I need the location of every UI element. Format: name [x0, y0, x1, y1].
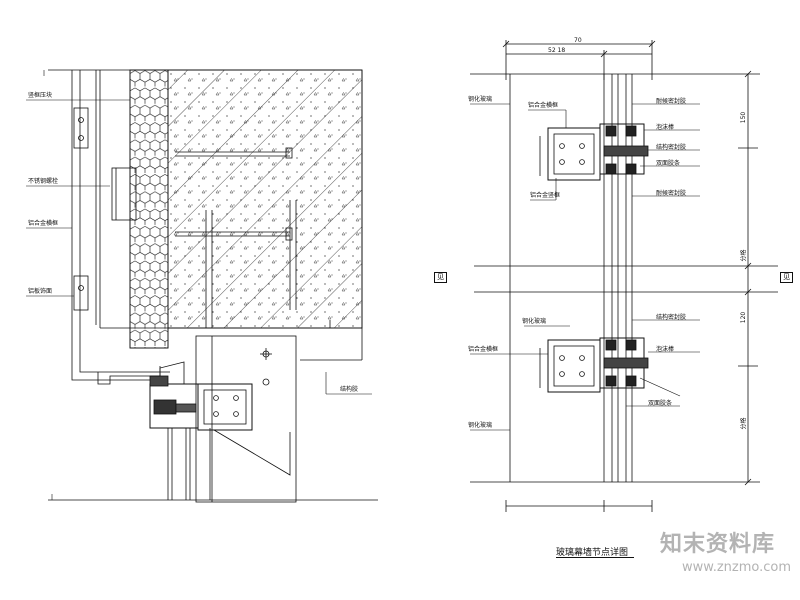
- right-left-label-1: 钢化玻璃: [468, 96, 493, 103]
- caption-underline: [556, 557, 634, 558]
- right-left-label-6: 钢化玻璃: [468, 422, 493, 429]
- drawing-caption: 玻璃幕墙节点详图: [556, 548, 629, 558]
- section-tag-left: 见: [434, 272, 447, 283]
- watermark-title: 知末资料库: [660, 532, 776, 557]
- right-left-label-4: 钢化玻璃: [522, 318, 547, 325]
- right-right-label-6: 结构密封胶: [656, 314, 687, 321]
- watermark: 知末资料库 www.znzmo.com: [642, 520, 798, 592]
- right-leaders: [470, 103, 700, 431]
- right-left-label-5: 铝合金横框: [468, 346, 499, 353]
- right-right-label-5: 耐候密封胶: [656, 190, 687, 197]
- side-dim-2: 分格: [740, 249, 748, 262]
- right-right-label-2: 泡沫棒: [656, 124, 675, 131]
- side-dim-1: 150: [740, 111, 748, 124]
- dimension-top: 70: [574, 37, 582, 44]
- side-dim-3: 120: [740, 311, 748, 324]
- right-section-detail: [470, 40, 778, 512]
- left-label-4: 铝板饰面: [28, 288, 53, 295]
- right-right-label-1: 耐候密封胶: [656, 98, 687, 105]
- left-label-2: 不锈钢螺栓: [28, 178, 59, 185]
- dimension-sub: 52 18: [548, 47, 566, 54]
- left-section-detail: [48, 69, 378, 503]
- left-leaders: [26, 70, 372, 500]
- section-tag-right: 见: [780, 272, 793, 283]
- right-left-label-3: 铝合金竖框: [530, 192, 561, 199]
- left-label-5: 结构胶: [340, 386, 359, 393]
- watermark-url: www.znzmo.com: [682, 560, 792, 575]
- left-label-3: 铝合金横框: [28, 220, 59, 227]
- right-right-label-8: 双面胶条: [648, 400, 673, 407]
- left-label-1: 竖框压块: [28, 92, 53, 99]
- right-right-label-4: 双面胶条: [656, 160, 681, 167]
- right-left-label-2: 铝合金横框: [528, 102, 559, 109]
- right-right-label-7: 泡沫棒: [656, 346, 675, 353]
- right-right-label-3: 结构密封胶: [656, 144, 687, 151]
- side-dim-4: 分格: [740, 417, 748, 430]
